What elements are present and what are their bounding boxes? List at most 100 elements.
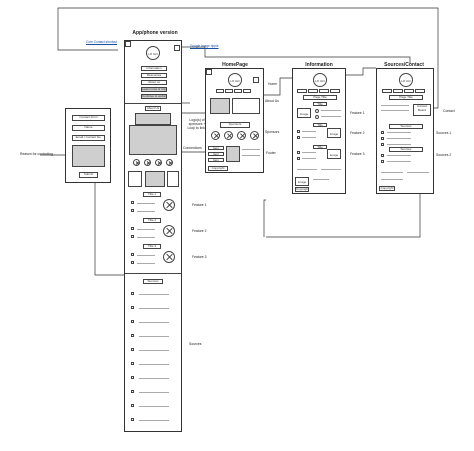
checkbox-icon[interactable] xyxy=(131,227,134,230)
feature-2-label: Feature 2 xyxy=(192,229,207,233)
info-feature-1-label: Feature 1 xyxy=(350,111,365,115)
info-footer-image: Image xyxy=(295,177,309,186)
src-nav-1[interactable] xyxy=(382,89,392,93)
footer-block xyxy=(226,146,240,162)
checkbox-icon[interactable] xyxy=(297,136,300,139)
bullet-icon xyxy=(315,115,319,119)
sponsor-logo-icon[interactable] xyxy=(211,131,220,140)
phone-menu-2[interactable]: Resources xyxy=(141,73,167,78)
checkbox-icon[interactable] xyxy=(131,348,134,351)
contact-form-title: Contact Form xyxy=(72,115,105,121)
phone-about-image xyxy=(129,125,177,155)
sources-title: Sources/Contact xyxy=(384,62,424,68)
checkbox-icon[interactable] xyxy=(381,137,384,140)
info-nav-3[interactable] xyxy=(319,89,329,93)
src-nav-2[interactable] xyxy=(393,89,403,93)
src-copyright: Copyright xyxy=(379,186,395,191)
tile-3-image-icon xyxy=(163,251,175,263)
sponsor-logo-icon[interactable] xyxy=(144,159,151,166)
message-field[interactable] xyxy=(72,145,105,167)
checkbox-icon[interactable] xyxy=(131,320,134,323)
info-title-2: Title xyxy=(313,123,327,127)
src-nav-3[interactable] xyxy=(404,89,414,93)
src-group-1: Sources xyxy=(389,124,423,129)
core-contact-link[interactable]: Core Contact shortcut xyxy=(86,40,118,44)
sources-1-label: Sources 1 xyxy=(436,131,452,135)
info-logo: LO GO xyxy=(313,73,327,87)
checkbox-icon[interactable] xyxy=(131,306,134,309)
sponsor-logo-icon[interactable] xyxy=(166,159,173,166)
info-title-1: Title xyxy=(313,102,327,106)
info-nav-4[interactable] xyxy=(330,89,340,93)
homepage-corner xyxy=(206,69,212,75)
home-logo: LO GO xyxy=(228,73,242,87)
home-nav-1[interactable] xyxy=(216,89,224,93)
phone-corner-left xyxy=(125,41,131,47)
footer-item-2[interactable]: Item xyxy=(208,152,224,156)
checkbox-icon[interactable] xyxy=(297,130,300,133)
checkbox-icon[interactable] xyxy=(131,292,134,295)
sponsor-logo-icon[interactable] xyxy=(224,131,233,140)
footer-label: Footer xyxy=(266,151,276,155)
sources-label: Sources xyxy=(189,342,202,346)
phone-sponsor-box xyxy=(128,171,142,187)
checkbox-icon[interactable] xyxy=(131,253,134,256)
information-title: Information xyxy=(305,62,333,68)
phone-corner-right xyxy=(174,45,180,51)
checkbox-icon[interactable] xyxy=(131,201,134,204)
tile-2-title: Title 2 xyxy=(143,218,161,223)
google-image-link[interactable]: Google image ripple xyxy=(190,44,219,48)
info-page-title: Page Title xyxy=(303,95,337,100)
checkbox-icon[interactable] xyxy=(131,390,134,393)
bullet-icon xyxy=(315,109,319,113)
phone-sponsor-box-2 xyxy=(167,171,179,187)
home-nav-3[interactable] xyxy=(234,89,242,93)
footer-item-3[interactable]: Item xyxy=(208,158,224,162)
checkbox-icon[interactable] xyxy=(131,418,134,421)
info-nav-2[interactable] xyxy=(308,89,318,93)
home-corner-right xyxy=(253,77,259,83)
submit-button[interactable]: Submit xyxy=(79,172,98,178)
checkbox-icon[interactable] xyxy=(381,131,384,134)
info-copyright: Copyright xyxy=(295,187,309,192)
contact-board[interactable]: Contact Board xyxy=(413,104,431,116)
phone-about-text xyxy=(135,113,171,125)
information-frame: LO GO Page Title Title Image Title Image… xyxy=(292,68,346,194)
src-page-title: Page Title xyxy=(389,95,423,100)
checkbox-icon[interactable] xyxy=(131,376,134,379)
checkbox-icon[interactable] xyxy=(131,404,134,407)
home-label: Home xyxy=(268,82,278,86)
contact-form-frame: Contact Form Name Email / Contact No. Su… xyxy=(65,108,111,183)
phone-menu-1[interactable]: Information xyxy=(141,66,167,71)
tile-1-title: Title 1 xyxy=(143,192,161,197)
tile-2-image-icon xyxy=(163,225,175,237)
phone-menu-3[interactable]: About us xyxy=(141,80,167,85)
checkbox-icon[interactable] xyxy=(131,235,134,238)
checkbox-icon[interactable] xyxy=(381,154,384,157)
home-nav-4[interactable] xyxy=(243,89,251,93)
name-field[interactable]: Name xyxy=(72,125,105,131)
homepage-frame: LO GO Sponsors Item Item Item Copyright xyxy=(205,68,264,173)
checkbox-icon[interactable] xyxy=(131,334,134,337)
email-field[interactable]: Email / Contact No. xyxy=(72,135,105,141)
checkbox-icon[interactable] xyxy=(131,261,134,264)
src-nav-4[interactable] xyxy=(415,89,425,93)
checkbox-icon[interactable] xyxy=(297,157,300,160)
sponsor-logo-icon[interactable] xyxy=(155,159,162,166)
home-nav-2[interactable] xyxy=(225,89,233,93)
tile-3-title: Title 3 xyxy=(143,244,161,249)
info-nav-1[interactable] xyxy=(297,89,307,93)
continue-button[interactable]: Continue to website xyxy=(141,94,167,99)
learn-more-button[interactable]: Learn more & Impact xyxy=(141,87,167,92)
sponsor-logo-icon[interactable] xyxy=(250,131,259,140)
checkbox-icon[interactable] xyxy=(131,209,134,212)
phone-sources-title: Sources xyxy=(143,279,163,284)
footer-item-1[interactable]: Item xyxy=(208,146,224,150)
sources-frame: LO GO Page Title Contact Board Sources S… xyxy=(376,68,434,194)
sponsor-logo-icon[interactable] xyxy=(237,131,246,140)
checkbox-icon[interactable] xyxy=(131,362,134,365)
checkbox-icon[interactable] xyxy=(381,143,384,146)
sponsor-logo-icon[interactable] xyxy=(133,159,140,166)
checkbox-icon[interactable] xyxy=(381,160,384,163)
checkbox-icon[interactable] xyxy=(297,151,300,154)
